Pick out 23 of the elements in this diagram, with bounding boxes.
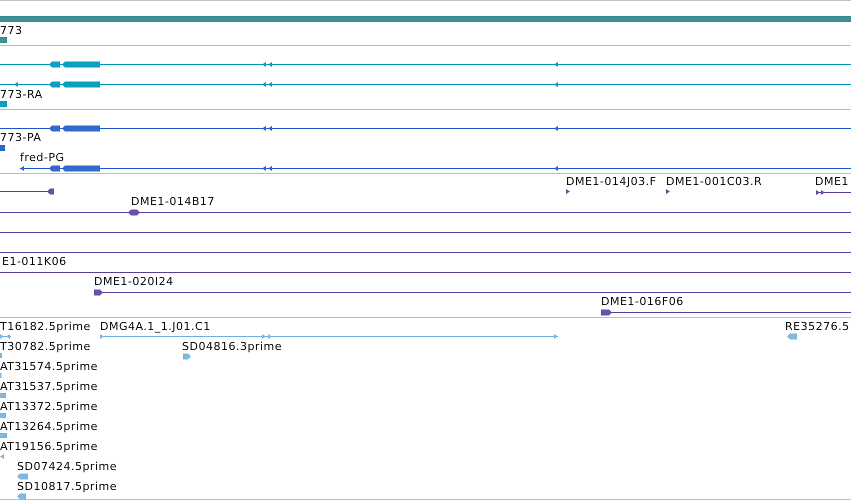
feature-label: 773-PA: [0, 131, 42, 144]
feature-label: T16182.5prime: [0, 320, 91, 333]
feature-label: AT31537.5prime: [0, 380, 98, 393]
feature-label: SD07424.5prime: [17, 460, 117, 473]
feature-label: 773: [0, 24, 22, 37]
feature-label: SD04816.3prime: [182, 340, 282, 353]
feature-label: DME1-014J03.F: [566, 175, 656, 188]
feature-label: SD10817.5prime: [17, 480, 117, 493]
feature-label: T30782.5prime: [0, 340, 91, 353]
feature-label: AT31574.5prime: [0, 360, 98, 373]
feature-label: DME1-001C03.R: [666, 175, 762, 188]
feature-label: RE35276.5: [785, 320, 850, 333]
feature-label: DME1-014B17: [131, 195, 215, 208]
feature-label: DME1-020I24: [94, 275, 174, 288]
feature-label: AT13372.5prime: [0, 400, 98, 413]
feature-label: AT13264.5prime: [0, 420, 98, 433]
feature-label: AT19156.5prime: [0, 440, 98, 453]
feature-label: DME1: [815, 175, 849, 188]
feature-label: fred-PG: [20, 151, 65, 164]
feature-label: DME1-016F06: [601, 295, 684, 308]
feature-label: DMG4A.1_1.J01.C1: [100, 320, 211, 333]
feature-label: 773-RA: [0, 88, 43, 101]
feature-label: E1-011K06: [2, 255, 67, 268]
